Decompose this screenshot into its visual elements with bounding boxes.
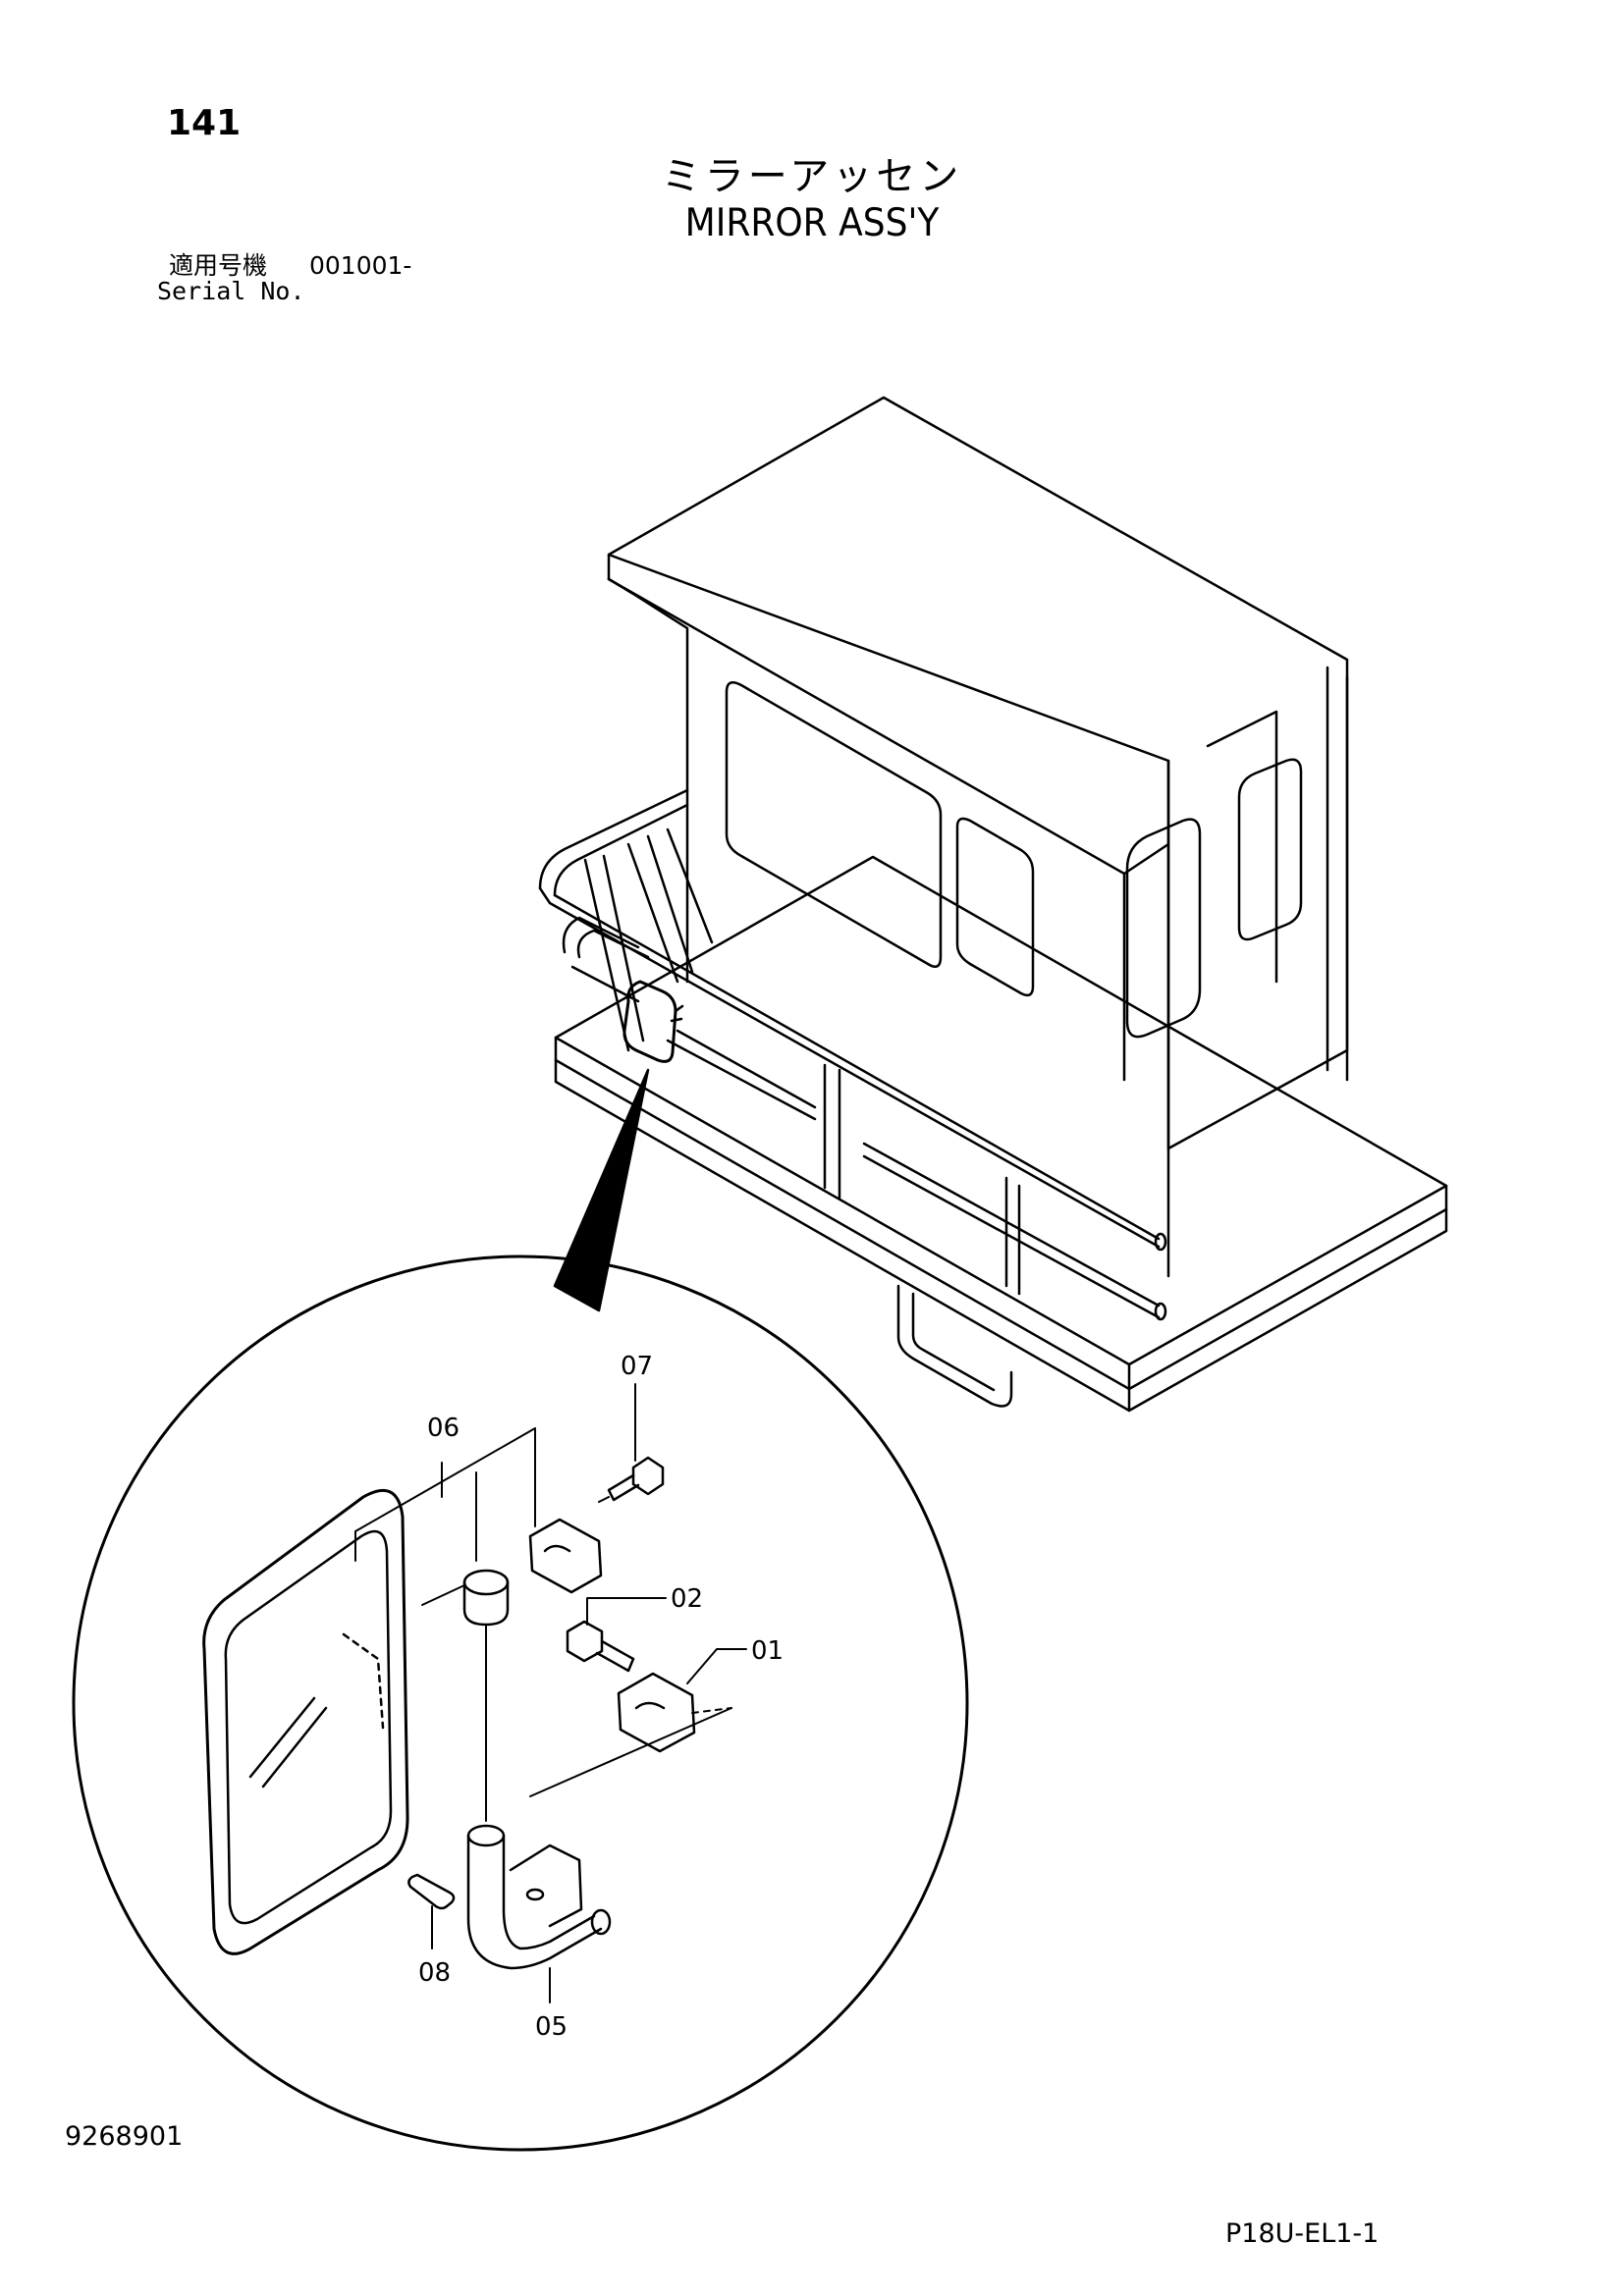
detail-pointer xyxy=(553,1068,650,1312)
cab-windows xyxy=(725,680,1303,1039)
upper-clamp-part xyxy=(528,1518,603,1594)
title-japanese: ミラーアッセン xyxy=(661,154,963,199)
page-number: 141 xyxy=(167,103,242,143)
callouts: 06 07 02 01 08 05 xyxy=(354,1352,784,2042)
cab-platform-illustration xyxy=(538,396,1448,1413)
callout-01: 01 xyxy=(686,1636,784,1684)
serial-label-japanese: 適用号機 xyxy=(169,251,268,280)
collar-part xyxy=(462,1569,510,1627)
drawing-number: 9268901 xyxy=(65,2121,184,2152)
callout-06: 06 xyxy=(354,1414,536,1562)
callout-08-label: 08 xyxy=(418,1958,451,1988)
title-english: MIRROR ASS'Y xyxy=(684,200,940,245)
callout-02-label: 02 xyxy=(671,1584,703,1614)
guard-railing xyxy=(538,788,1167,1321)
callout-06-label: 06 xyxy=(427,1414,460,1443)
mirror-on-cab xyxy=(623,980,684,1063)
lower-clamp-part xyxy=(617,1672,696,1753)
callout-08: 08 xyxy=(418,1905,451,1988)
callout-01-label: 01 xyxy=(751,1636,784,1666)
mirror-frame-part xyxy=(202,1488,409,1955)
platform-base xyxy=(554,855,1448,1413)
callout-05: 05 xyxy=(535,1967,568,2042)
mirror-stem-part xyxy=(466,1824,612,1970)
exploded-parts xyxy=(202,1456,732,1970)
bolt-02-part xyxy=(566,1620,635,1673)
model-code: P18U-EL1-1 xyxy=(1225,2218,1380,2249)
detail-circle xyxy=(72,1255,969,2152)
pin-part xyxy=(407,1873,456,1910)
callout-02: 02 xyxy=(586,1584,703,1626)
callout-05-label: 05 xyxy=(535,2012,568,2042)
serial-range: 001001- xyxy=(309,251,412,280)
bolt-07-part xyxy=(607,1456,665,1502)
cab-frame-lines xyxy=(583,828,714,1052)
callout-07-label: 07 xyxy=(621,1352,653,1381)
assembly-lines xyxy=(421,1496,732,1822)
serial-label-english: Serial No. xyxy=(157,277,305,305)
callout-07: 07 xyxy=(621,1352,653,1462)
access-step xyxy=(896,1284,1013,1408)
